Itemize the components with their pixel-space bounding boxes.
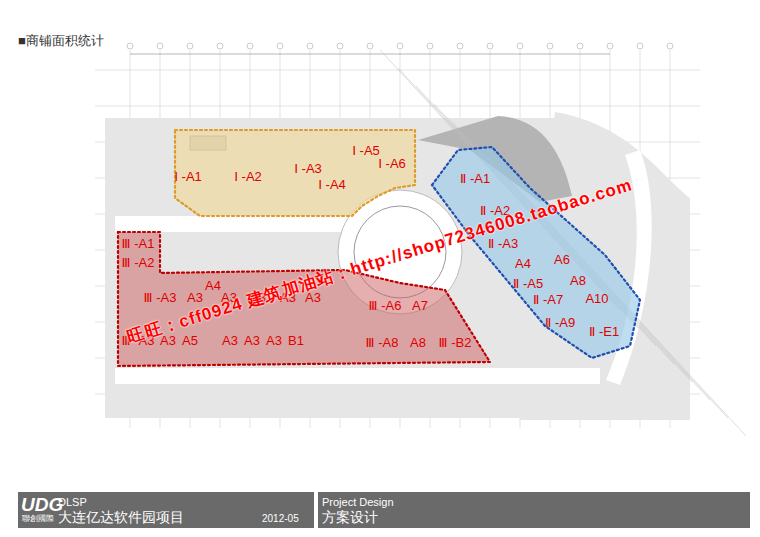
grid-bubble: [307, 43, 313, 49]
shop-label: A3: [244, 334, 260, 347]
shop-label: Ⅰ -A1: [174, 170, 202, 183]
grid-bubble: [607, 43, 613, 49]
footer-band: [18, 492, 314, 528]
shop-label: Ⅲ -A8: [366, 336, 399, 349]
footer-text: DLSP: [58, 496, 87, 508]
shop-label: Ⅱ -A9: [545, 316, 575, 329]
shop-label: A7: [412, 299, 428, 312]
shop-label: A4: [205, 279, 221, 292]
grid-bubble: [217, 43, 223, 49]
shop-label: A6: [554, 253, 570, 266]
shop-label: A3: [222, 334, 238, 347]
shop-label: A3: [266, 334, 282, 347]
grid-bubble: [187, 43, 193, 49]
shop-label: Ⅲ -B2: [439, 336, 472, 349]
grid-bubble: [247, 43, 253, 49]
shop-label: Ⅰ -A2: [234, 170, 262, 183]
grid-bubble: [517, 43, 523, 49]
grid-bubble: [637, 43, 643, 49]
grid-bubble: [577, 43, 583, 49]
shop-label: A4: [515, 257, 531, 270]
shop-label: A10: [585, 292, 608, 305]
grid-bubble: [457, 43, 463, 49]
grid-bubble: [547, 43, 553, 49]
grid-bubble: [367, 43, 373, 49]
shop-zone: Ⅰ -A1 Ⅰ -A2 Ⅰ -A3 Ⅰ -A4 Ⅰ -A5Ⅰ -A6: [175, 130, 415, 216]
shop-label: Ⅱ -A5: [513, 277, 543, 290]
shop-label: Ⅲ -A2: [122, 256, 155, 269]
shop-label: Ⅰ -A3: [294, 162, 322, 175]
grid-bubble: [337, 43, 343, 49]
grid-bubble: [397, 43, 403, 49]
shop-label: Ⅲ -A1: [122, 237, 155, 250]
grid-line: [95, 70, 700, 71]
shop-label: Ⅱ -A1: [460, 172, 490, 185]
footer-text: Project Design: [322, 496, 394, 508]
axis-grid: [95, 43, 700, 428]
shop-label: A8: [410, 336, 426, 349]
zone-shape: [175, 130, 415, 216]
footer-text: 大连亿达软件园项目: [58, 510, 184, 525]
footer-band: [318, 492, 750, 528]
shop-label: Ⅰ -A6: [378, 157, 406, 170]
shop-label: Ⅱ -A7: [533, 293, 563, 306]
shop-label: Ⅰ -A5: [352, 144, 380, 157]
grid-bubble: [667, 43, 673, 49]
grid-bubble: [127, 43, 133, 49]
dimension-line: [130, 54, 610, 55]
footer-text: UDG: [21, 495, 63, 516]
grid-line: [95, 106, 700, 107]
shop-label: Ⅱ -A3: [488, 237, 518, 250]
shop-label: A8: [570, 274, 586, 287]
shop-label: A3: [187, 291, 203, 304]
footer-text: 方案设计: [322, 510, 378, 525]
shop-label: B1: [288, 334, 304, 347]
road: [115, 368, 600, 384]
shop-label: Ⅱ -E1: [589, 325, 619, 338]
footer-text: 聯創國際: [22, 515, 54, 524]
grid-bubble: [277, 43, 283, 49]
grid-bubble: [427, 43, 433, 49]
shop-label: Ⅰ -A4: [318, 178, 346, 191]
shop-label: Ⅲ -A6: [369, 299, 402, 312]
shop-label: Ⅲ -A3: [144, 291, 177, 304]
grid-bubble: [487, 43, 493, 49]
grid-bubble: [157, 43, 163, 49]
shop-label: A5: [182, 334, 198, 347]
footer-text: 2012-05: [262, 513, 299, 524]
page-title: ■商铺面积统计: [18, 32, 104, 50]
